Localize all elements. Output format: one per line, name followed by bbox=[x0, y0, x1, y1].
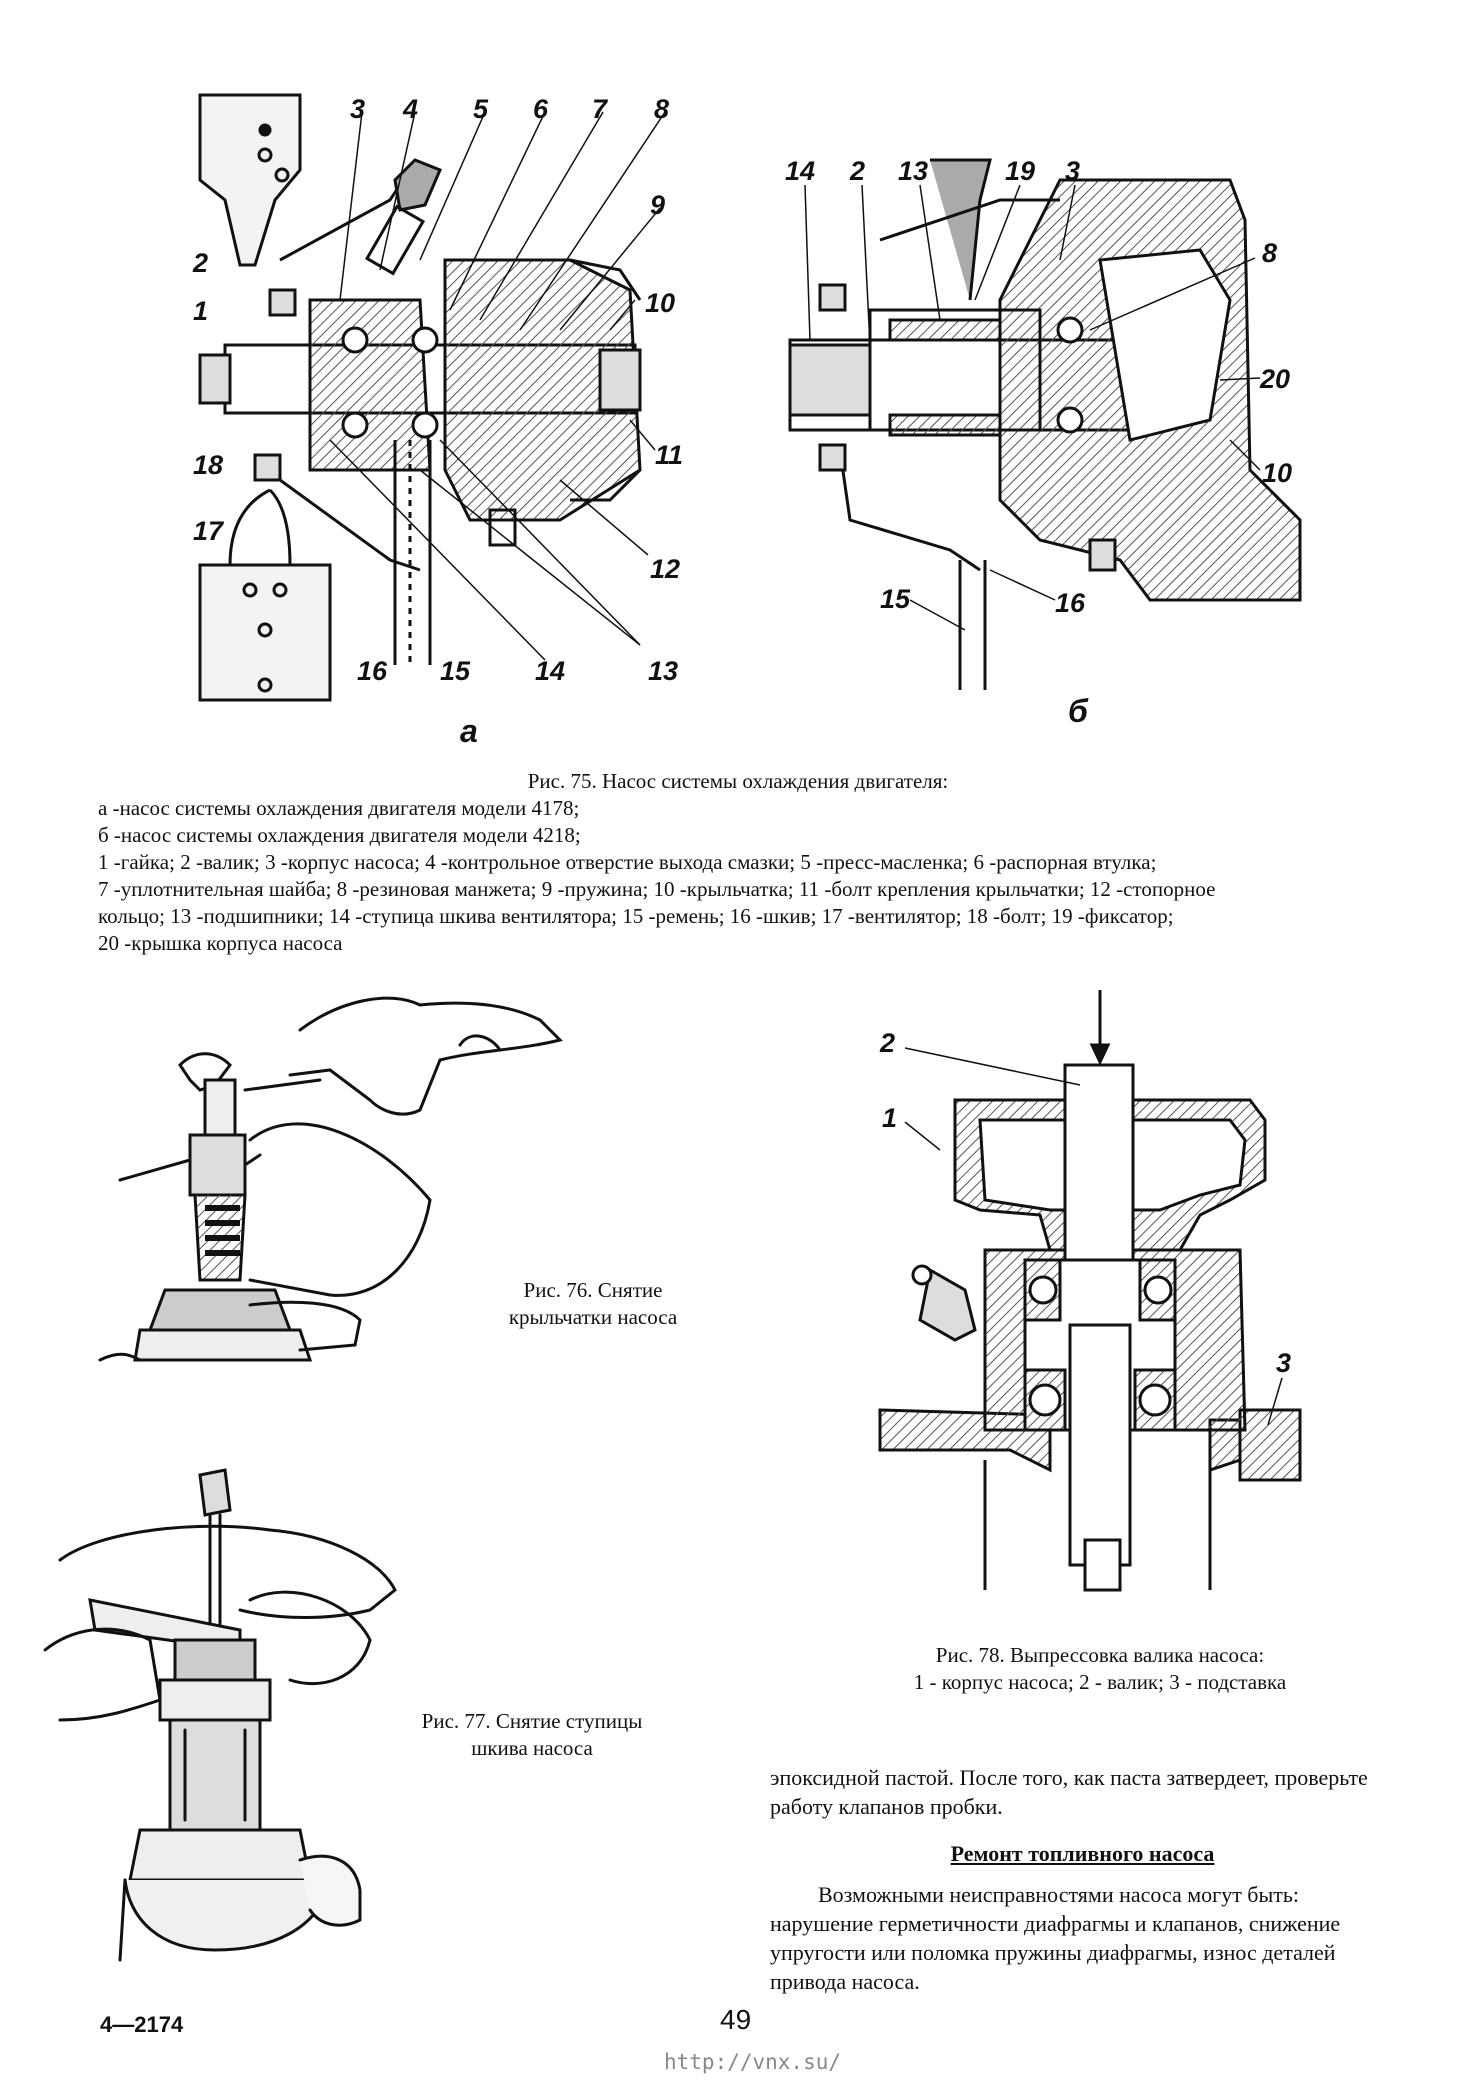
figure-78-caption-line-2: 1 - корпус насоса; 2 - валик; 3 - подста… bbox=[913, 1670, 1287, 1694]
figure-75-caption: Рис. 75. Насос системы охлаждения двигат… bbox=[98, 768, 1378, 957]
fig75a-label-10: 10 bbox=[645, 288, 675, 318]
page-number: 49 bbox=[720, 2004, 752, 2035]
fig75a-label-5: 5 bbox=[473, 94, 489, 124]
fig75a-label-17: 17 bbox=[193, 516, 225, 546]
figure-75-caption-title: Рис. 75. Насос системы охлаждения двигат… bbox=[527, 769, 949, 793]
section-heading: Ремонт топливного насоса bbox=[950, 1841, 1215, 1866]
fig75b-label-15: 15 bbox=[880, 584, 911, 614]
fig75b-label-16: 16 bbox=[1055, 588, 1086, 618]
fig75a-label-18: 18 bbox=[193, 450, 223, 480]
fig75b-label-14: 14 bbox=[785, 156, 815, 186]
watermark-url[interactable]: http://vnx.su/ bbox=[664, 2050, 842, 2074]
fig75b-label-10: 10 bbox=[1262, 458, 1292, 488]
figure-76-caption: Рис. 76. Снятие крыльчатки насоса bbox=[458, 1277, 728, 1331]
fig75a-label-7: 7 bbox=[592, 94, 609, 124]
figure-78-caption: Рис. 78. Выпрессовка валика насоса: 1 - … bbox=[860, 1642, 1340, 1696]
fig75b-sub-label: б bbox=[1068, 693, 1089, 729]
fig75a-label-13: 13 bbox=[648, 656, 678, 686]
repair-paragraph: Возможными неисправностями насоса могут … bbox=[770, 1882, 1341, 1994]
figure-77-caption-line-1: Рис. 77. Снятие ступицы bbox=[421, 1709, 643, 1733]
figure-75-caption-line: б -насос системы охлаждения двигателя мо… bbox=[98, 823, 581, 847]
fig75a-label-8: 8 bbox=[654, 94, 669, 124]
figure-77-caption: Рис. 77. Снятие ступицы шкива насоса bbox=[382, 1708, 682, 1762]
fig75a-label-11: 11 bbox=[655, 440, 683, 470]
fig78-label-2: 2 bbox=[879, 1028, 895, 1058]
continued-paragraph: эпоксидной пастой. После того, как паста… bbox=[770, 1765, 1368, 1819]
fig75a-label-15: 15 bbox=[440, 656, 471, 686]
figure-78-caption-line-1: Рис. 78. Выпрессовка валика насоса: bbox=[935, 1643, 1265, 1667]
figure-75-caption-line: 1 -гайка; 2 -валик; 3 -корпус насоса; 4 … bbox=[98, 850, 1157, 874]
fig75a-label-16: 16 bbox=[357, 656, 388, 686]
fig75b-label-3: 3 bbox=[1065, 156, 1080, 186]
fig75a-label-14: 14 bbox=[535, 656, 565, 686]
fig75a-label-1: 1 bbox=[193, 296, 208, 326]
figure-75-caption-line: 20 -крышка корпуса насоса bbox=[98, 931, 343, 955]
fig75a-sub-label: а bbox=[460, 713, 478, 749]
fig75b-label-2: 2 bbox=[849, 156, 865, 186]
fig78-label-3: 3 bbox=[1276, 1348, 1291, 1378]
fig75b-label-20: 20 bbox=[1259, 364, 1290, 394]
fig75a-label-2: 2 bbox=[192, 248, 208, 278]
signature-code: 4—2174 bbox=[100, 2012, 184, 2037]
fig75b-label-8: 8 bbox=[1262, 238, 1277, 268]
figure-76-caption-line-1: Рис. 76. Снятие bbox=[523, 1278, 663, 1302]
figure-76-caption-line-2: крыльчатки насоса bbox=[508, 1305, 678, 1329]
fig78-label-1: 1 bbox=[882, 1103, 897, 1133]
figure-75-caption-line: а -насос системы охлаждения двигателя мо… bbox=[98, 796, 580, 820]
fig75a-label-6: 6 bbox=[533, 94, 549, 124]
fig75a-label-12: 12 bbox=[650, 554, 680, 584]
fig75b-label-19: 19 bbox=[1005, 156, 1035, 186]
figure-75-caption-line: 7 -уплотнительная шайба; 8 -резиновая ма… bbox=[98, 877, 1216, 901]
fig75a-label-4: 4 bbox=[402, 94, 418, 124]
fig75a-label-9: 9 bbox=[650, 190, 665, 220]
figure-75-caption-line: кольцо; 13 -подшипники; 14 -ступица шкив… bbox=[98, 904, 1174, 928]
fig75a-label-3: 3 bbox=[350, 94, 365, 124]
figure-77-caption-line-2: шкива насоса bbox=[471, 1736, 593, 1760]
fig75b-label-13: 13 bbox=[898, 156, 928, 186]
